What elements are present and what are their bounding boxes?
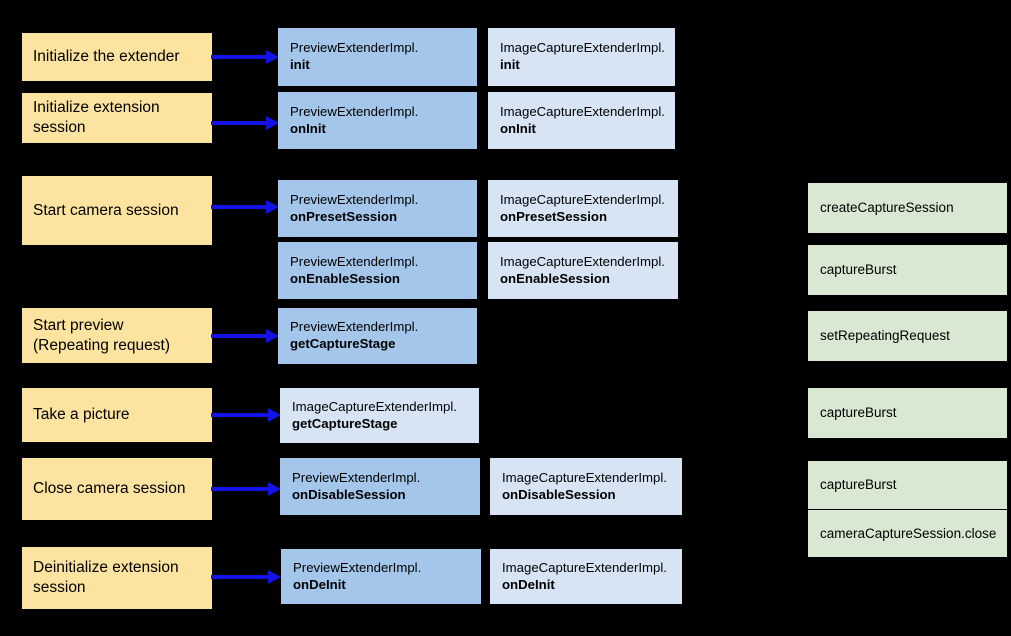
stage-box-start-preview: Start preview (Repeating request) <box>22 308 212 363</box>
stage-label: Deinitialize extension session <box>33 559 179 596</box>
stage-label: Close camera session <box>33 480 186 498</box>
preview-call-box-onpresetsession: PreviewExtenderImpl. onPresetSession <box>278 180 477 237</box>
camera-call-label: captureBurst <box>820 262 897 278</box>
call-method-name: onPresetSession <box>500 208 608 224</box>
stage-box-take-a-picture: Take a picture <box>22 388 212 442</box>
call-method-name: onPresetSession <box>290 208 398 224</box>
preview-call-box-ondisablesession: PreviewExtenderImpl. onDisableSession <box>280 458 480 515</box>
camera-call-box-captureburst-2: captureBurst <box>808 388 1007 438</box>
stage-box-deinitialize-extension-session: Deinitialize extension session <box>22 547 212 609</box>
imagecapture-call-box-ondisablesession: ImageCaptureExtenderImpl. onDisableSessi… <box>490 458 682 515</box>
camera-call-box-captureburst-3: captureBurst <box>808 461 1007 509</box>
call-class-name: ImageCaptureExtenderImpl. <box>500 40 665 56</box>
preview-call-box-ondeinit: PreviewExtenderImpl. onDeInit <box>281 549 481 604</box>
call-class-name: PreviewExtenderImpl. <box>292 469 421 485</box>
camera-call-label: createCaptureSession <box>820 200 954 216</box>
call-method-name: onDisableSession <box>502 486 616 502</box>
camera-call-box-createcapturesession: createCaptureSession <box>808 183 1007 233</box>
call-class-name: ImageCaptureExtenderImpl. <box>500 103 665 119</box>
call-class-name: ImageCaptureExtenderImpl. <box>502 559 667 575</box>
preview-call-box-getcapturestage: PreviewExtenderImpl. getCaptureStage <box>278 308 477 364</box>
imagecapture-call-box-getcapturestage: ImageCaptureExtenderImpl. getCaptureStag… <box>280 388 479 443</box>
stage-label: Start camera session <box>33 201 179 219</box>
camera-call-box-cameracapturesession-close: cameraCaptureSession.close <box>808 510 1007 557</box>
call-class-name: ImageCaptureExtenderImpl. <box>500 253 665 269</box>
camera-call-box-setrepeatingrequest: setRepeatingRequest <box>808 311 1007 361</box>
camera-call-box-captureburst-1: captureBurst <box>808 245 1007 295</box>
preview-call-box-onenablesession: PreviewExtenderImpl. onEnableSession <box>278 242 477 299</box>
call-class-name: PreviewExtenderImpl. <box>290 191 419 207</box>
call-method-name: init <box>500 57 520 72</box>
call-class-name: PreviewExtenderImpl. <box>290 103 419 119</box>
stage-label: Start preview (Repeating request) <box>33 316 170 354</box>
imagecapture-call-box-onenablesession: ImageCaptureExtenderImpl. onEnableSessio… <box>488 242 678 299</box>
imagecapture-call-box-oninit: ImageCaptureExtenderImpl. onInit <box>488 92 675 149</box>
imagecapture-call-box-onpresetsession: ImageCaptureExtenderImpl. onPresetSessio… <box>488 180 678 237</box>
stage-box-start-camera-session: Start camera session <box>22 176 212 245</box>
camera-call-label: captureBurst <box>820 405 897 421</box>
call-class-name: ImageCaptureExtenderImpl. <box>292 398 457 414</box>
call-method-name: onInit <box>500 120 536 136</box>
call-method-name: onDisableSession <box>292 486 406 502</box>
camera-call-label: setRepeatingRequest <box>820 328 950 344</box>
stage-label: Initialize extension session <box>33 99 160 136</box>
call-method-name: getCaptureStage <box>290 336 396 351</box>
call-method-name: onDeInit <box>293 576 346 592</box>
call-class-name: ImageCaptureExtenderImpl. <box>500 191 665 207</box>
call-class-name: PreviewExtenderImpl. <box>290 40 419 56</box>
call-method-name: init <box>290 57 310 72</box>
stage-label: Take a picture <box>33 406 130 424</box>
call-class-name: ImageCaptureExtenderImpl. <box>502 469 667 485</box>
call-class-name: PreviewExtenderImpl. <box>290 253 419 269</box>
stage-box-initialize-extender: Initialize the extender <box>22 33 212 81</box>
imagecapture-call-box-ondeinit: ImageCaptureExtenderImpl. onDeInit <box>490 549 682 604</box>
camera-call-label: cameraCaptureSession.close <box>820 525 997 541</box>
call-class-name: PreviewExtenderImpl. <box>290 319 419 335</box>
call-method-name: getCaptureStage <box>292 415 398 431</box>
call-method-name: onInit <box>290 120 326 136</box>
imagecapture-call-box-init: ImageCaptureExtenderImpl. init <box>488 28 675 86</box>
call-method-name: onEnableSession <box>290 270 400 286</box>
stage-box-close-camera-session: Close camera session <box>22 458 212 520</box>
camera-call-label: captureBurst <box>820 477 897 493</box>
stage-box-initialize-extension-session: Initialize extension session <box>22 93 212 143</box>
call-class-name: PreviewExtenderImpl. <box>293 559 422 575</box>
call-method-name: onDeInit <box>502 576 555 592</box>
stage-label: Initialize the extender <box>33 48 180 66</box>
call-method-name: onEnableSession <box>500 270 610 286</box>
preview-call-box-init: PreviewExtenderImpl. init <box>278 28 477 86</box>
preview-call-box-oninit: PreviewExtenderImpl. onInit <box>278 92 477 149</box>
